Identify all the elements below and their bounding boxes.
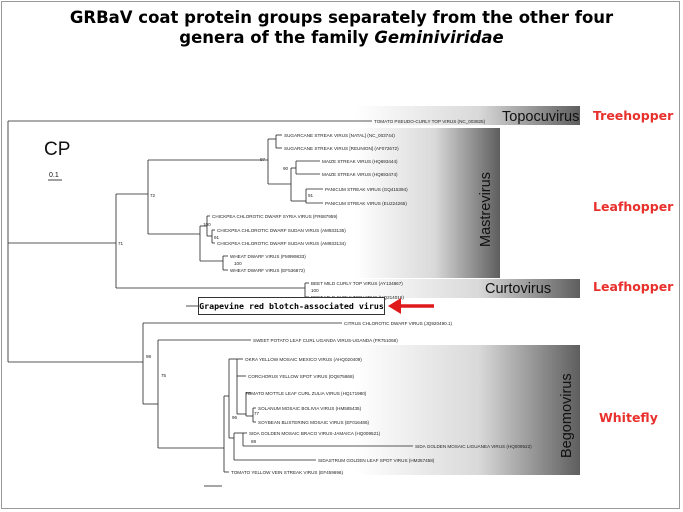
leaf-wheat-1: WHEAT DWARF VIRUS (FM999833) [230, 254, 306, 259]
leaf-beet-1: BEET MILD CURLY TOP VIRUS (AY134867) [311, 281, 403, 286]
genus-topocuvirus: Topocuvirus [502, 109, 579, 125]
vector-treehopper: Treehopper [593, 108, 674, 123]
title-line-2-text: genera of the family [179, 28, 375, 47]
leaf-okra: OKRA YELLOW MOSAIC MEXICO VIRUS (AHQ0204… [245, 357, 362, 362]
support-89: 89 [251, 439, 257, 444]
title-line-1: GRBaV coat protein groups separately fro… [69, 8, 614, 27]
support-72: 72 [150, 193, 156, 198]
support-91-chickpea: 91 [214, 235, 220, 240]
support-75: 75 [161, 373, 167, 378]
support-77: 77 [254, 411, 260, 416]
vector-leafhopper-curtovirus: Leafhopper [593, 279, 674, 294]
leaf-chickpea-sudan-2: CHICKPEA CHLOROTIC DWARF SUDAN VIRUS (AM… [217, 241, 346, 246]
support-97: 97 [260, 157, 266, 162]
leaf-panicum-1: PANICUM STREAK VIRUS (GQ415394) [325, 187, 408, 192]
tree-label-cp: CP [44, 139, 70, 160]
genus-begomovirus: Begomovirus [559, 373, 575, 458]
mastrevirus-band [355, 128, 500, 278]
begomovirus-band [355, 345, 580, 475]
leaf-sugarcane-natal: SUGARCANE STREAK VIRUS [NATAL] (NC_00374… [284, 133, 395, 138]
title-line-2: genera of the family Geminiviridae [0, 28, 683, 48]
leaf-tomato-yellow-vein: TOMATO YELLOW VEIN STREAK VIRUS (EF45969… [231, 470, 343, 475]
leaf-tomato-mottle: TOMATO MOTTLE LEAF CURL ZULIA VIRUS (HQ1… [245, 391, 367, 396]
leaf-sidastrum: SIDASTRUM GOLDEN LEAF SPOT VIRUS (HM3574… [318, 458, 435, 463]
support-100-beet: 100 [311, 288, 319, 293]
leaf-solanum: SOLANUM MOSAIC BOLIVIA VIRUS (HM585435) [258, 406, 362, 411]
support-100-chickpea: 100 [203, 222, 211, 227]
leaf-maize-2: MAIZE STREAK VIRUS (HQ693474) [322, 172, 398, 177]
leaf-panicum-2: PANICUM STREAK VIRUS (EU224265) [325, 201, 407, 206]
support-71: 71 [118, 241, 124, 246]
leaf-soybean: SOYBEAN BLISTERING MOSAIC VIRUS (EF01648… [258, 420, 370, 425]
leaf-sweet-potato: SWEET POTATO LEAF CURL UGANDA VIRUS-UGAN… [253, 338, 398, 343]
support-91-panicum: 91 [308, 193, 314, 198]
support-96: 96 [232, 415, 238, 420]
scale-label: 0.1 [49, 172, 59, 179]
slide-title: GRBaV coat protein groups separately fro… [0, 8, 683, 48]
leaf-sida-liguanea: SIDA GOLDEN MOSAIC LIGUANEA VIRUS (HQ009… [415, 444, 532, 449]
grbav-label-box: Grapevine red blotch-associated virus [198, 297, 385, 315]
leaf-corchorus: CORCHORUS YELLOW SPOT VIRUS (DQ875868) [248, 374, 354, 379]
leaf-chickpea-sudan-1: CHICKPEA CHLOROTIC DWARF SUDAN VIRUS (AM… [217, 228, 346, 233]
leaf-wheat-2: WHEAT DWARF VIRUS (EF536872) [230, 268, 305, 273]
leaf-tomato-pseudo-curly-top: TOMATO PSEUDO-CURLY TOP VIRUS (NC_003825… [374, 119, 486, 124]
title-family-name: Geminiviridae [374, 28, 504, 47]
leaf-citrus: CITRUS CHLOROTIC DWARF VIRUS (JQ920490.1… [344, 321, 453, 326]
tree-branches [7, 120, 413, 473]
leaf-maize-1: MAIZE STREAK VIRUS (HQ693444) [322, 159, 398, 164]
leaf-chickpea-syria: CHICKPEA CHLOROTIC DWARF SYRIA VIRUS (FR… [212, 214, 338, 219]
genus-mastrevirus: Mastrevirus [478, 172, 494, 247]
support-90: 90 [283, 166, 289, 171]
grbav-arrow [388, 298, 434, 314]
curtovirus-band [355, 279, 580, 298]
vector-whitefly: Whitefly [599, 410, 658, 425]
support-100-wheat: 100 [234, 261, 242, 266]
leaf-sida-braco: SIDA GOLDEN MOSAIC BRACO VIRUS-JAMAICA (… [249, 431, 381, 436]
vector-leafhopper-mastrevirus: Leafhopper [593, 199, 674, 214]
topocuvirus-band [355, 106, 580, 125]
leaf-sugarcane-reunion: SUGARCANE STREAK VIRUS [REUNION] (AF0726… [284, 146, 399, 151]
support-98: 98 [146, 354, 152, 359]
genus-curtovirus: Curtovirus [485, 281, 551, 297]
